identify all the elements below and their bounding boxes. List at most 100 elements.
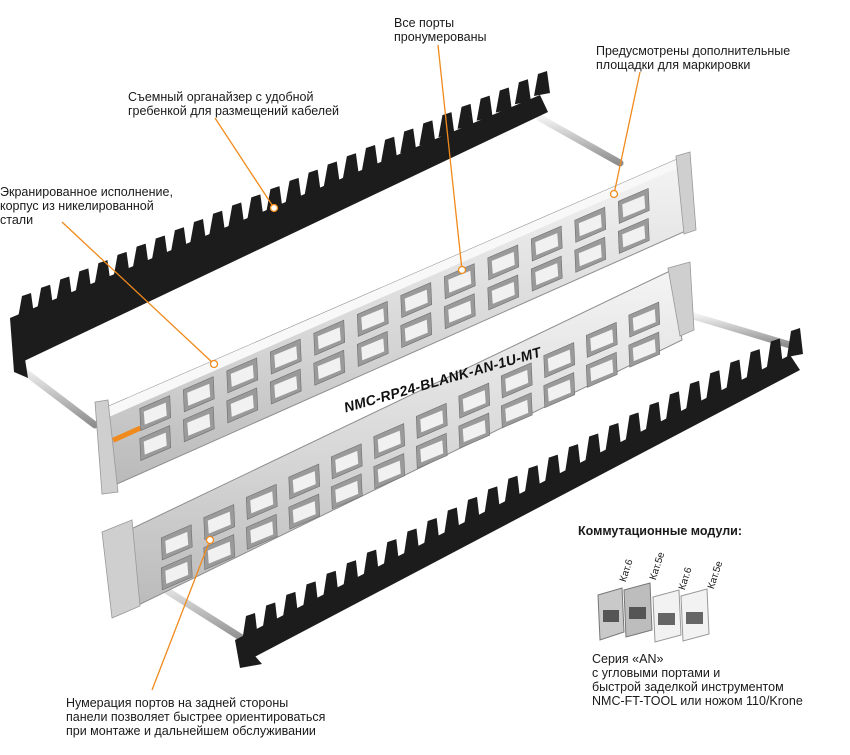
port-label-pad [448,300,472,323]
port-label-pad [165,561,189,584]
brand-label [112,425,142,443]
callout-line: Все порты [394,16,455,30]
callout-line: NMC-FT-TOOL или ножом 110/Krone [592,694,803,708]
port-label-pad [578,244,602,267]
port-label-pad [361,308,385,331]
organizer-tooth [323,161,340,187]
port-label-pad [143,432,167,455]
lower-port-grid [160,301,661,591]
callout-ports-numbered: Все порты пронумерованы [394,16,486,44]
organizer-tooth [362,145,378,170]
organizer-tooth [746,349,763,379]
organizer-tooth [282,591,299,621]
callout-line: Экранированное исполнение, [0,185,173,199]
port-label-pad [317,357,341,380]
organizer-tooth [625,412,642,442]
organizer-tooth [262,602,279,632]
organizer-tooth [56,276,73,302]
organizer-tooth [342,560,359,590]
callout-line: Нумерация портов на задней стороны [66,696,289,710]
organizer-tooth [342,153,359,179]
organizer-tooth [564,444,581,474]
callout-line: Предусмотрены дополнительные [596,44,791,58]
organizer-tooth [242,613,258,642]
port-label-pad [187,413,211,436]
upper-cable-organizer [10,95,548,378]
callout-line: Съемный органайзер с удобной [128,90,314,104]
organizer-tooth [766,338,783,368]
organizer-tooth [403,528,420,558]
organizer-tooth [18,293,34,318]
port-label-pad [274,376,298,399]
organizer-tooth [170,227,187,253]
organizer-tooth [423,518,440,547]
lower-support-rod-right [686,311,794,349]
port-label-pad [578,214,602,237]
callout-line: площадки для маркировки [596,58,751,72]
port-label-pad [505,399,529,422]
module-cat5e-shielded [623,582,653,638]
organizer-tooth [726,359,743,389]
organizer-tooth [504,475,521,505]
callout-line: стали [0,213,34,227]
port-label-pad [535,233,559,256]
callout-pointers [61,44,641,691]
organizer-tooth [132,243,149,269]
upper-patch-panel [10,71,697,495]
organizer-tooth [37,284,54,310]
callout-line: корпус из никелированной [0,199,154,213]
organizer-tooth [383,539,400,569]
callout-line: панели позволяет быстрее ориентироваться [66,710,326,724]
port-label-pad [462,420,486,443]
port-label-pad [420,410,444,433]
port-label-pad [292,501,316,524]
organizer-tooth [686,380,703,410]
organizer-tooth [443,507,460,537]
organizer-tooth [457,103,474,129]
port-label-pad [547,349,571,372]
organizer-tooth [209,210,226,236]
callout-line: Серия «AN» [592,652,664,666]
organizer-tooth [544,454,561,484]
port-label-pad [590,329,614,352]
callout-rear-numbering: Нумерация портов на задней стороны панел… [66,696,325,738]
port-label-pad [491,281,515,304]
port-label-pad [622,195,646,218]
callout-shielded: Экранированное исполнение, корпус из ник… [0,185,173,227]
port-label-pad [187,383,211,406]
organizer-tooth [75,268,92,294]
port-label-pad [535,263,559,286]
organizer-tooth [322,570,339,600]
upper-organizer-teeth [18,71,550,318]
callout-line: пронумерованы [394,30,487,44]
upper-support-rod-left [16,364,99,429]
callout-line: быстрой заделкой инструментом [592,680,784,694]
lower-cable-organizer [235,355,800,668]
organizer-tooth [524,465,541,495]
port-label-pad [292,471,316,494]
organizer-tooth [645,401,662,431]
port-label-pad [207,541,231,564]
port-label-pad [632,339,656,362]
port-label-pad [230,364,254,387]
organizer-tooth [266,186,283,212]
organizer-tooth [419,120,436,146]
organizer-tooth [363,549,380,579]
port-label-pad [230,394,254,417]
port-label-pad [622,225,646,248]
lower-patch-panel [101,261,803,668]
modules-title: Коммутационные модули: [578,524,743,538]
port-label-pad [590,359,614,382]
module-cat5e-unshielded [680,588,710,642]
organizer-tooth [484,486,501,516]
callout-series: Серия «AN» с угловыми портами и быстрой … [592,652,803,708]
organizer-tooth [476,95,493,121]
upper-support-rod-right [536,114,624,167]
organizer-tooth [605,423,622,452]
port-label-pad [250,491,274,514]
keystone-modules [597,582,710,643]
upper-port-grid [139,187,650,462]
port-label-pad [274,346,298,369]
callout-line: гребенкой для размещений кабелей [128,104,339,118]
port-label-pad [250,521,274,544]
